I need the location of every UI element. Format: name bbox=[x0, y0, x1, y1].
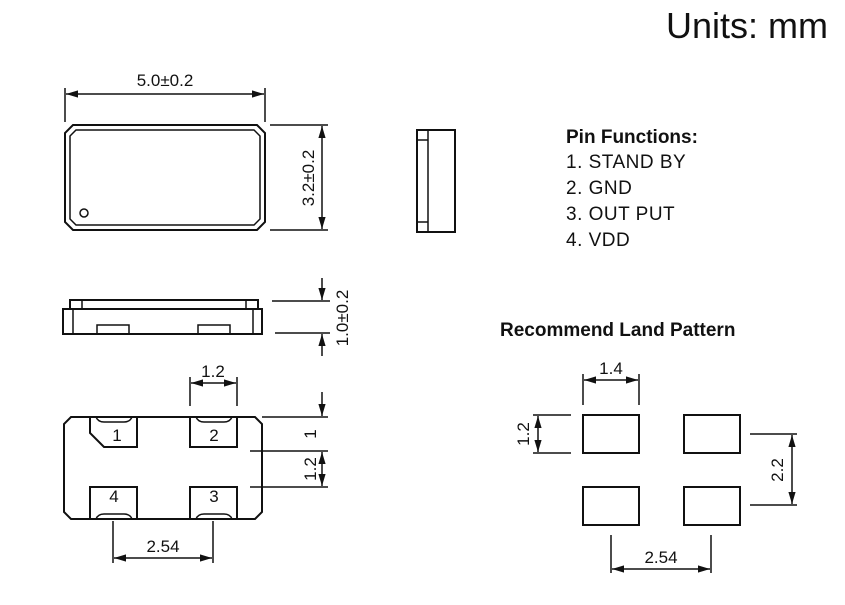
pin-function-1: 1. STAND BY bbox=[566, 152, 686, 173]
end-view bbox=[416, 129, 456, 233]
side-view: 1.0±0.2 bbox=[62, 278, 352, 356]
length-dimension: 5.0±0.2 bbox=[137, 71, 194, 90]
units-label: Units: mm bbox=[666, 5, 828, 46]
land-pattern: Recommend Land Pattern 1.4 1.2 2.2 2.54 bbox=[500, 320, 797, 573]
land-pad-height-dimension: 1.2 bbox=[514, 422, 533, 446]
width-dimension: 3.2±0.2 bbox=[299, 150, 318, 207]
pin-function-2: 2. GND bbox=[566, 178, 632, 199]
edge-offset-dimension: 1 bbox=[301, 429, 320, 438]
pad-width-dimension: 1.2 bbox=[201, 362, 225, 381]
bottom-view: 1 2 3 4 1.2 1 1.2 2.54 bbox=[63, 362, 328, 563]
pin-functions-title: Pin Functions: bbox=[566, 127, 698, 148]
land-pad-width-dimension: 1.4 bbox=[599, 359, 623, 378]
pin-function-3: 3. OUT PUT bbox=[566, 204, 675, 225]
pad-gap-dimension: 1.2 bbox=[301, 457, 320, 481]
land-row-pitch-dimension: 2.2 bbox=[768, 458, 787, 482]
pin-functions: Pin Functions: 1. STAND BY 2. GND 3. OUT… bbox=[566, 127, 698, 251]
pad-2-label: 2 bbox=[209, 426, 218, 445]
top-view: 5.0±0.2 3.2±0.2 bbox=[64, 71, 328, 231]
height-dimension: 1.0±0.2 bbox=[333, 290, 352, 347]
pad-3-label: 3 bbox=[209, 487, 218, 506]
pin-function-4: 4. VDD bbox=[566, 230, 630, 251]
land-col-pitch-dimension: 2.54 bbox=[644, 548, 677, 567]
land-pattern-title: Recommend Land Pattern bbox=[500, 320, 735, 341]
pad-4-label: 4 bbox=[109, 487, 118, 506]
pad-1-label: 1 bbox=[112, 426, 121, 445]
pitch-dimension: 2.54 bbox=[146, 537, 179, 556]
